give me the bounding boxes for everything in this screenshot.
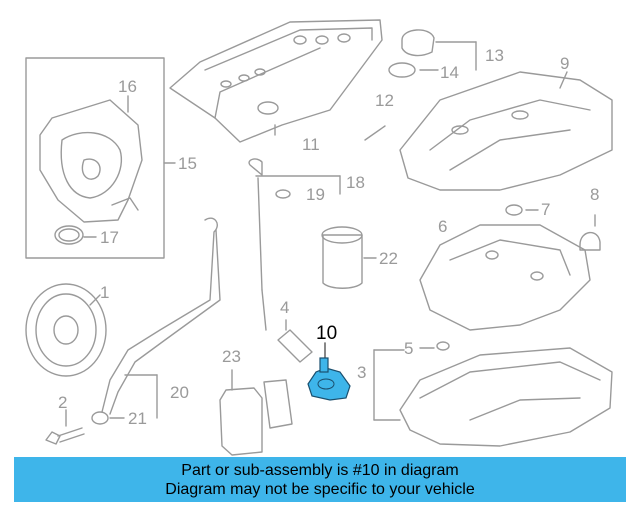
part-info-banner: Part or sub-assembly is #10 in diagram D… <box>14 457 626 502</box>
callout-20: 20 <box>170 383 189 402</box>
oil-pipe-illustration <box>91 217 221 425</box>
oil-filter-illustration <box>321 226 377 289</box>
oil-cap-illustration <box>388 29 477 78</box>
callout-11: 11 <box>302 135 320 154</box>
callout-13: 13 <box>485 46 504 65</box>
callout-17: 17 <box>100 228 119 247</box>
callout-14: 14 <box>440 63 459 82</box>
dipstick-illustration <box>248 125 386 331</box>
callout-21: 21 <box>128 409 147 428</box>
callout-1: 1 <box>100 283 109 302</box>
callout-3: 3 <box>357 363 366 382</box>
callout-7: 7 <box>541 200 550 219</box>
callout-9: 9 <box>560 54 569 73</box>
callout-19: 19 <box>306 185 325 204</box>
callout-12: 12 <box>375 91 394 110</box>
upper-oil-pan-illustration <box>399 71 613 191</box>
callout-18: 18 <box>346 173 365 192</box>
callout-16: 16 <box>118 77 137 96</box>
callout-6: 6 <box>438 217 447 236</box>
callout-5: 5 <box>404 339 413 358</box>
oil-pan-illustration <box>373 341 613 447</box>
banner-disclaimer-line: Diagram may not be specific to your vehi… <box>165 480 475 498</box>
callout-8: 8 <box>590 185 599 204</box>
callout-4: 4 <box>280 298 289 317</box>
oil-cooler-illustration <box>219 319 313 456</box>
baffle-plate-illustration <box>419 204 601 331</box>
bolt-illustration <box>45 409 85 445</box>
oil-level-sensor-highlight[interactable] <box>307 357 351 401</box>
valve-cover-illustration <box>169 19 383 143</box>
callout-2: 2 <box>58 393 67 412</box>
callout-10: 10 <box>316 323 337 344</box>
callout-15: 15 <box>178 154 197 173</box>
timing-cover-illustration <box>25 57 176 259</box>
pulley-illustration <box>25 283 107 377</box>
callout-22: 22 <box>379 249 398 268</box>
banner-part-line: Part or sub-assembly is #10 in diagram <box>181 461 459 479</box>
callout-23: 23 <box>222 347 241 366</box>
